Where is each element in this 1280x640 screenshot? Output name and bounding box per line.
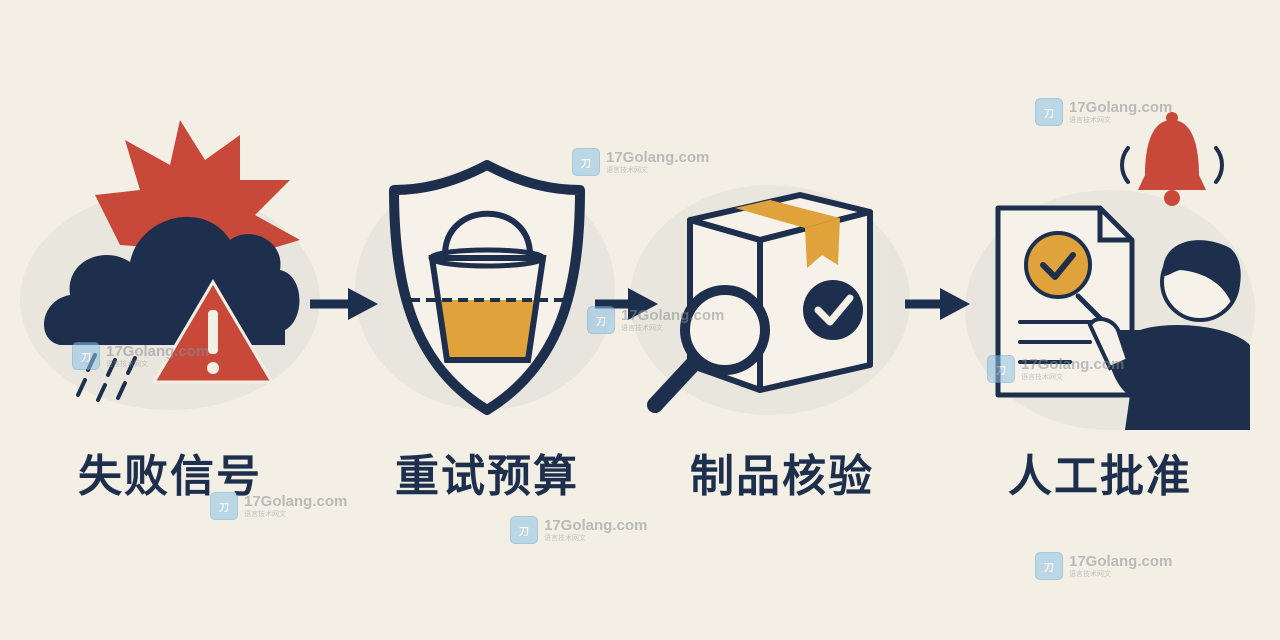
person-arm	[1087, 317, 1131, 371]
magnifier-lens	[680, 285, 770, 375]
person-body	[1105, 325, 1250, 430]
box-tape	[735, 200, 840, 228]
bell-icon	[1120, 112, 1224, 206]
bucket-handle	[442, 210, 533, 256]
step-label-2: 重试预算	[395, 451, 579, 502]
arrow-right-icon	[905, 288, 970, 320]
arrow-right-icon	[595, 288, 658, 320]
approval-badge	[1024, 231, 1092, 299]
step-label-4: 人工批准	[1008, 451, 1192, 502]
burst-shape	[95, 120, 300, 255]
person-hair	[1162, 240, 1241, 305]
bucket-outline	[428, 255, 547, 363]
shield-shape	[389, 160, 585, 415]
cloud-shape	[43, 216, 300, 345]
arrow-right-icon	[310, 288, 378, 320]
check-badge	[803, 280, 863, 340]
magnifier-handle	[647, 354, 703, 413]
step-label-3: 制品核验	[690, 451, 874, 502]
bucket-fill	[439, 300, 536, 358]
storm-cloud-warning-icon	[43, 120, 300, 402]
step-label-1: 失败信号	[78, 451, 262, 502]
shield-bucket-icon	[389, 160, 585, 415]
package-magnifier-check-icon	[647, 192, 873, 413]
person-document-approval-icon	[995, 112, 1250, 430]
